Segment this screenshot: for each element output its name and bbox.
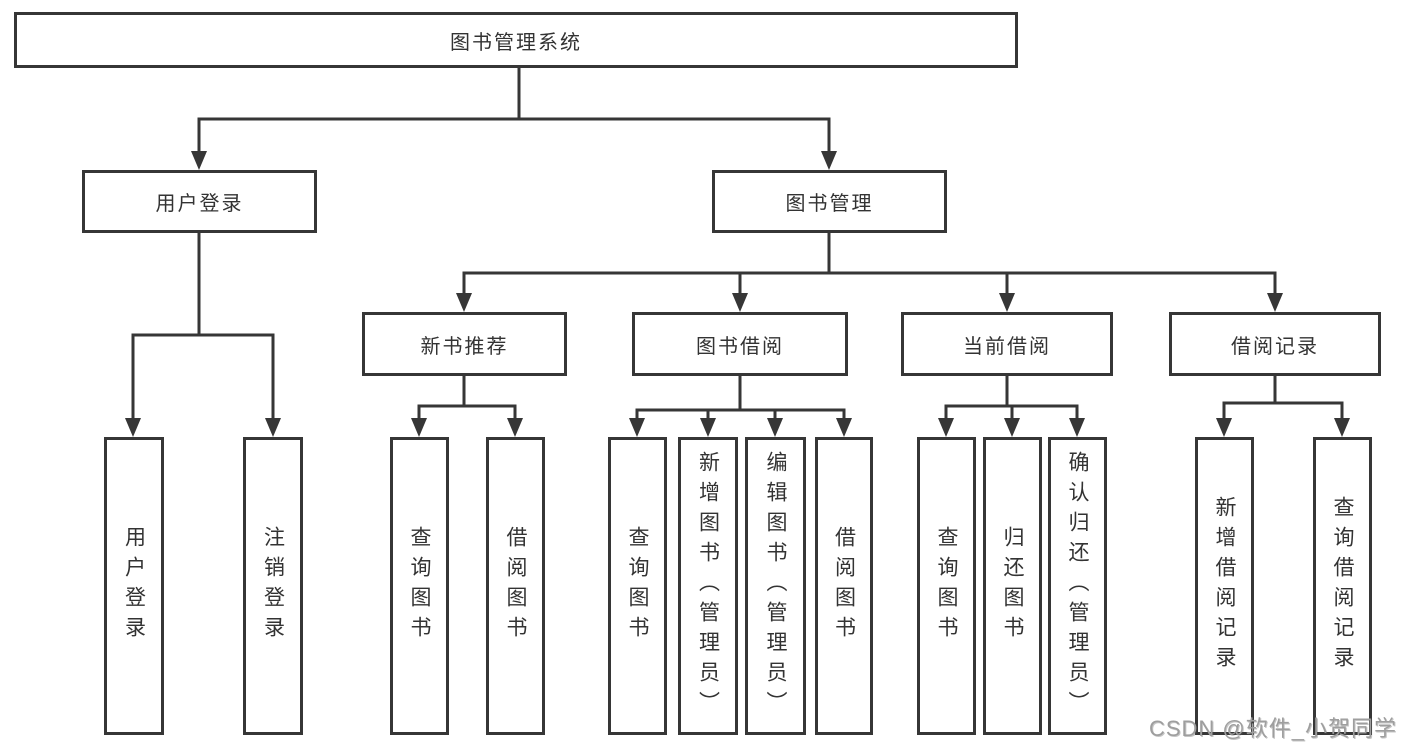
leaf-label: 借阅图书: [832, 526, 856, 646]
leaf-label: 查询图书: [935, 526, 958, 646]
node-leaf-query-borrow-record: 查询借阅记录: [1313, 437, 1372, 735]
node-current-borrowing: 当前借阅: [901, 312, 1113, 376]
node-leaf-edit-books-admin: 编辑图书（管理员）: [745, 437, 806, 735]
node-leaf-add-books-admin: 新增图书（管理员）: [678, 437, 738, 735]
node-book-management: 图书管理: [712, 170, 947, 233]
leaf-label: 确认归还（管理员）: [1066, 451, 1089, 721]
node-leaf-borrow-books: 借阅图书: [815, 437, 873, 735]
arrowheads: [125, 151, 1350, 437]
leaf-label: 用户登录: [122, 526, 146, 646]
node-user-login: 用户登录: [82, 170, 317, 233]
node-leaf-logout: 注销登录: [243, 437, 303, 735]
csdn-watermark: CSDN @软件_小贺同学: [1148, 716, 1397, 741]
node-new-book-recommend: 新书推荐: [362, 312, 567, 376]
node-leaf-add-borrow-record: 新增借阅记录: [1195, 437, 1254, 735]
leaf-label: 归还图书: [1001, 526, 1024, 646]
leaf-label: 查询借阅记录: [1331, 496, 1354, 676]
node-borrowing-records: 借阅记录: [1169, 312, 1381, 376]
leaf-label: 查询图书: [408, 526, 431, 646]
leaf-label: 新增借阅记录: [1213, 496, 1236, 676]
leaf-label: 查询图书: [626, 526, 649, 646]
leaf-label: 新增图书（管理员）: [696, 451, 720, 721]
node-leaf-query-books-current: 查询图书: [917, 437, 976, 735]
node-book-borrowing: 图书借阅: [632, 312, 848, 376]
leaf-label: 借阅图书: [504, 526, 527, 646]
node-leaf-query-books-borrow: 查询图书: [608, 437, 667, 735]
node-leaf-confirm-return-admin: 确认归还（管理员）: [1048, 437, 1107, 735]
node-library-management-system: 图书管理系统: [14, 12, 1018, 68]
node-leaf-borrow-books-recommend: 借阅图书: [486, 437, 545, 735]
leaf-label: 编辑图书（管理员）: [764, 451, 787, 721]
node-leaf-query-books-recommend: 查询图书: [390, 437, 449, 735]
leaf-label: 注销登录: [261, 526, 285, 646]
node-leaf-return-books: 归还图书: [983, 437, 1042, 735]
node-leaf-user-login: 用户登录: [104, 437, 164, 735]
